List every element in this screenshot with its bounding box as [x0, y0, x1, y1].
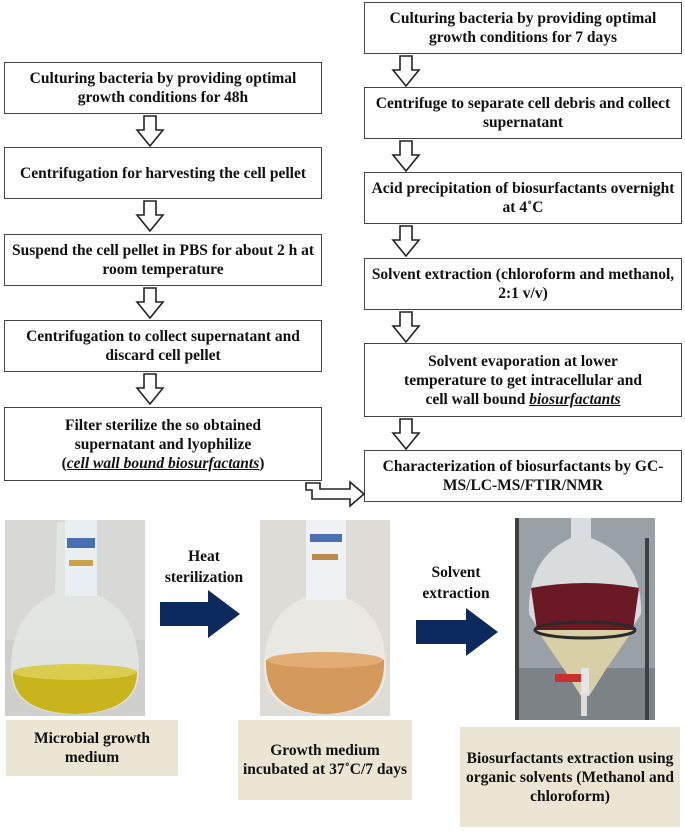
right-arrow-icon [416, 608, 498, 656]
right-arrow-icon [160, 590, 240, 638]
left-step-5-line1: Filter sterilize the so obtained [64, 416, 261, 434]
left-step-2: Centrifugation for harvesting the cell p… [4, 147, 322, 199]
caption-incubated-medium: Growth medium incubated at 37˚C/7 days [238, 720, 412, 800]
right-step-6-text: Characterization of biosurfactants by GC… [382, 458, 664, 494]
down-arrow-icon [392, 225, 420, 257]
right-step-5-line3: cell wall bound biosurfactants [425, 390, 621, 408]
left-step-5: Filter sterilize the so obtained superna… [4, 407, 322, 481]
right-step-1-text: Culturing bacteria by providing optimal … [389, 10, 657, 46]
left-step-5-line2: supernatant and lyophilize [74, 435, 252, 453]
right-step-4: Solvent extraction (chloroform and metha… [364, 258, 682, 310]
left-step-5-line3: (cell wall bound biosurfactants) [61, 454, 265, 472]
left-step-1: Culturing bacteria by providing optimal … [4, 62, 322, 114]
caption-microbial-growth-medium: Microbial growth medium [6, 720, 178, 776]
right-step-6: Characterization of biosurfactants by GC… [364, 450, 682, 502]
right-step-1: Culturing bacteria by providing optimal … [364, 2, 682, 54]
down-arrow-icon [392, 55, 420, 87]
flask-amber-photo [260, 520, 390, 716]
down-arrow-icon [136, 287, 164, 319]
down-arrow-icon [136, 115, 164, 147]
left-step-4-text: Centrifugation to collect supernatant an… [26, 328, 300, 364]
caption-biosurfactant-extraction: Biosurfactants extraction using organic … [460, 727, 680, 827]
right-step-5-emphasis: biosurfactants [529, 390, 621, 408]
left-step-3: Suspend the cell pellet in PBS for about… [4, 234, 322, 286]
flask-yellow-photo [5, 520, 145, 716]
right-step-3: Acid precipitation of biosurfactants ove… [364, 172, 682, 224]
right-step-5-line1: Solvent evaporation at lower [428, 352, 618, 370]
left-step-3-text: Suspend the cell pellet in PBS for about… [11, 242, 314, 278]
down-arrow-icon [136, 200, 164, 232]
down-arrow-icon [136, 373, 164, 405]
right-step-2: Centrifuge to separate cell debris and c… [364, 87, 682, 139]
right-step-5: Solvent evaporation at lower temperature… [364, 343, 682, 417]
heat-sterilization-label: Heat sterilization [164, 548, 244, 586]
right-step-3-text: Acid precipitation of biosurfactants ove… [371, 180, 675, 216]
solvent-extraction-label: Solvent extraction [422, 564, 490, 602]
bent-arrow-icon [305, 480, 366, 508]
left-step-4: Centrifugation to collect supernatant an… [4, 320, 322, 372]
left-step-2-text: Centrifugation for harvesting the cell p… [20, 164, 306, 182]
left-step-5-emphasis: cell wall bound biosurfactants [66, 454, 260, 472]
separatory-funnel-photo [515, 518, 655, 720]
down-arrow-icon [392, 311, 420, 343]
down-arrow-icon [392, 140, 420, 172]
right-step-4-text: Solvent extraction (chloroform and metha… [371, 266, 675, 302]
down-arrow-icon [392, 418, 420, 450]
right-step-2-text: Centrifuge to separate cell debris and c… [375, 95, 671, 131]
left-step-1-text: Culturing bacteria by providing optimal … [29, 70, 297, 106]
right-step-5-line2: temperature to get intracellular and [404, 371, 642, 389]
